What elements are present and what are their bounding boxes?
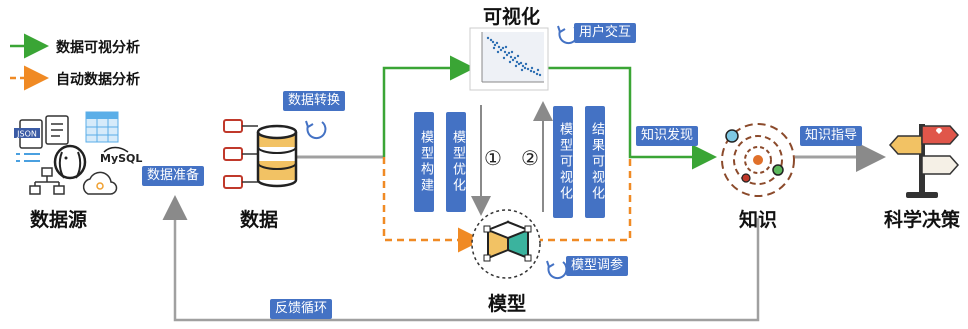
cloud-icon [82,171,118,195]
spreadsheet-icon [85,111,119,143]
document-icon [45,115,69,145]
postgresql-elephant-icon [53,144,87,180]
tag-model-build: 模型构建 [414,112,434,212]
orange-path-from-model [536,157,632,242]
server-rack-icon [223,119,258,189]
node-model-label: 模型 [488,293,527,315]
node-visualization-label: 可视化 [483,6,541,28]
node-knowledge-label: 知识 [739,209,778,231]
node-source-label: 数据源 [30,209,88,231]
green-path-from-vis [548,66,717,170]
orange-path-to-model [382,157,483,253]
marker-two: ② [521,146,539,170]
knowledge-orbit-icon [721,123,795,197]
model-cube-icon [471,209,541,279]
model-tuning-cycle-icon [546,260,568,280]
tag-model-tuning: 模型调参 [566,256,629,276]
legend-orange-label: 自动数据分析 [56,72,140,88]
list-lines-icon [16,153,40,162]
svg-text:JSON: JSON [16,130,37,139]
tag-feedback-loop: 反馈循环 [270,299,333,319]
tag-result-visualize: 结果可视化 [585,106,605,218]
marker-one: ① [484,146,502,170]
tag-user-interaction: 用户交互 [574,23,637,43]
json-file-icon: JSON [14,119,43,149]
network-tree-icon [29,167,65,195]
tag-data-transform: 数据转换 [283,91,346,111]
scatter-plot-thumbnail [469,27,549,91]
database-cylinder-icon [256,124,298,188]
tag-data-prep: 数据准备 [142,166,205,186]
data-transform-cycle-icon [305,120,327,140]
mysql-logo-icon: MySQL [100,146,142,165]
decision-signpost-icon [888,124,960,198]
tag-knowledge-discovery: 知识发现 [636,126,699,146]
tag-model-visualize: 模型可视化 [553,106,573,218]
legend-green-label: 数据可视分析 [56,40,140,56]
svg-text:MySQL: MySQL [100,152,142,165]
tag-knowledge-guide: 知识指导 [800,126,863,146]
node-decision-label: 科学决策 [884,209,961,231]
node-data-label: 数据 [240,209,279,231]
green-path-to-vis [382,55,475,157]
tag-model-optimize: 模型优化 [446,112,466,212]
feedback-loop-path [162,195,760,322]
